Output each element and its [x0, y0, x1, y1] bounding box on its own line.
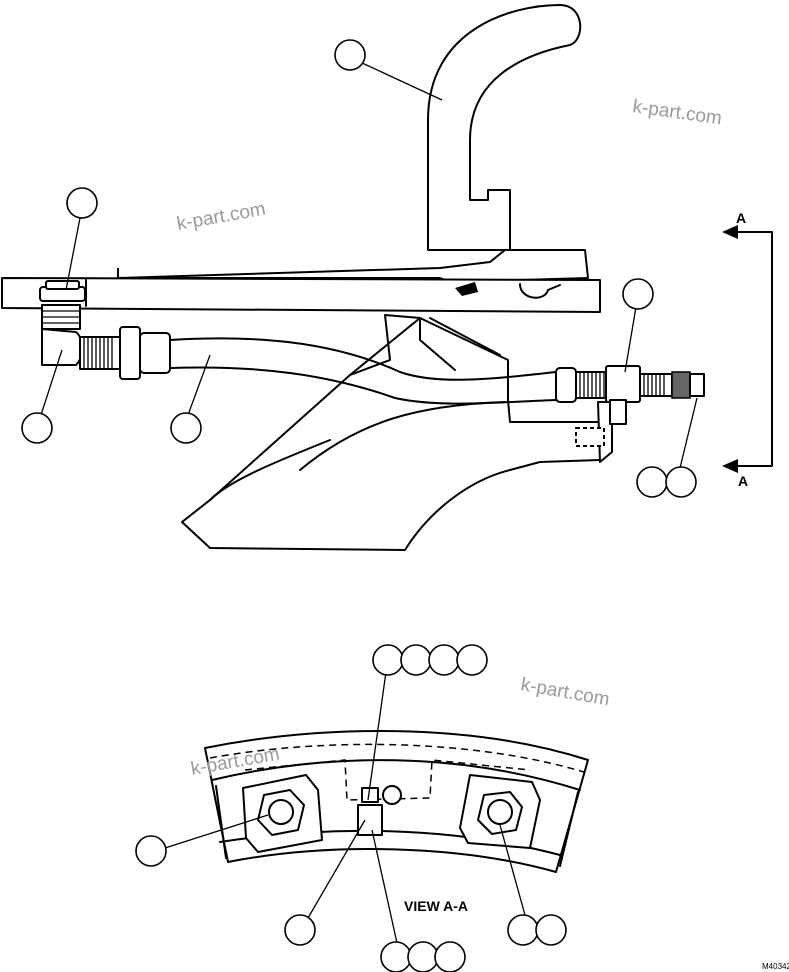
section-arrow: A A: [722, 210, 773, 489]
fuel-tube: [169, 337, 557, 381]
lower-housing: [181, 314, 601, 551]
callout-bubble: [535, 914, 567, 946]
callout-bubble: [622, 278, 654, 310]
top-assembly: A A: [1, 4, 773, 551]
left-fitting: [39, 280, 171, 380]
callout-bubble: [407, 941, 439, 972]
callouts-top: [21, 39, 698, 498]
callout-bubble: [665, 466, 697, 498]
watermark: k-part.com: [519, 674, 611, 710]
drawing-number: M40342: [762, 962, 789, 971]
hook-handle: [427, 4, 582, 251]
callout-bubble: [380, 941, 412, 972]
view-a-a: VIEW A-A: [135, 644, 589, 972]
callout-bubble: [636, 466, 668, 498]
callout-bubble: [400, 644, 432, 676]
callout-bubble: [507, 914, 539, 946]
callout-bubble: [21, 412, 53, 444]
callout-bubble: [135, 835, 167, 867]
callout-bubble: [334, 39, 366, 71]
view-label: VIEW A-A: [404, 898, 468, 914]
callout-bubble: [372, 644, 404, 676]
watermark: k-part.com: [175, 199, 267, 235]
right-fitting: [555, 365, 705, 463]
callout-bubble: [170, 412, 202, 444]
section-label-bottom: A: [738, 473, 748, 489]
callout-bubble: [284, 914, 316, 946]
callout-bubble: [456, 644, 488, 676]
callout-bubble: [428, 644, 460, 676]
section-label-top: A: [736, 210, 746, 226]
callout-bubble: [66, 187, 98, 219]
watermark: k-part.com: [631, 96, 723, 129]
mounting-flange: [1, 277, 601, 313]
callout-bubble: [434, 941, 466, 972]
